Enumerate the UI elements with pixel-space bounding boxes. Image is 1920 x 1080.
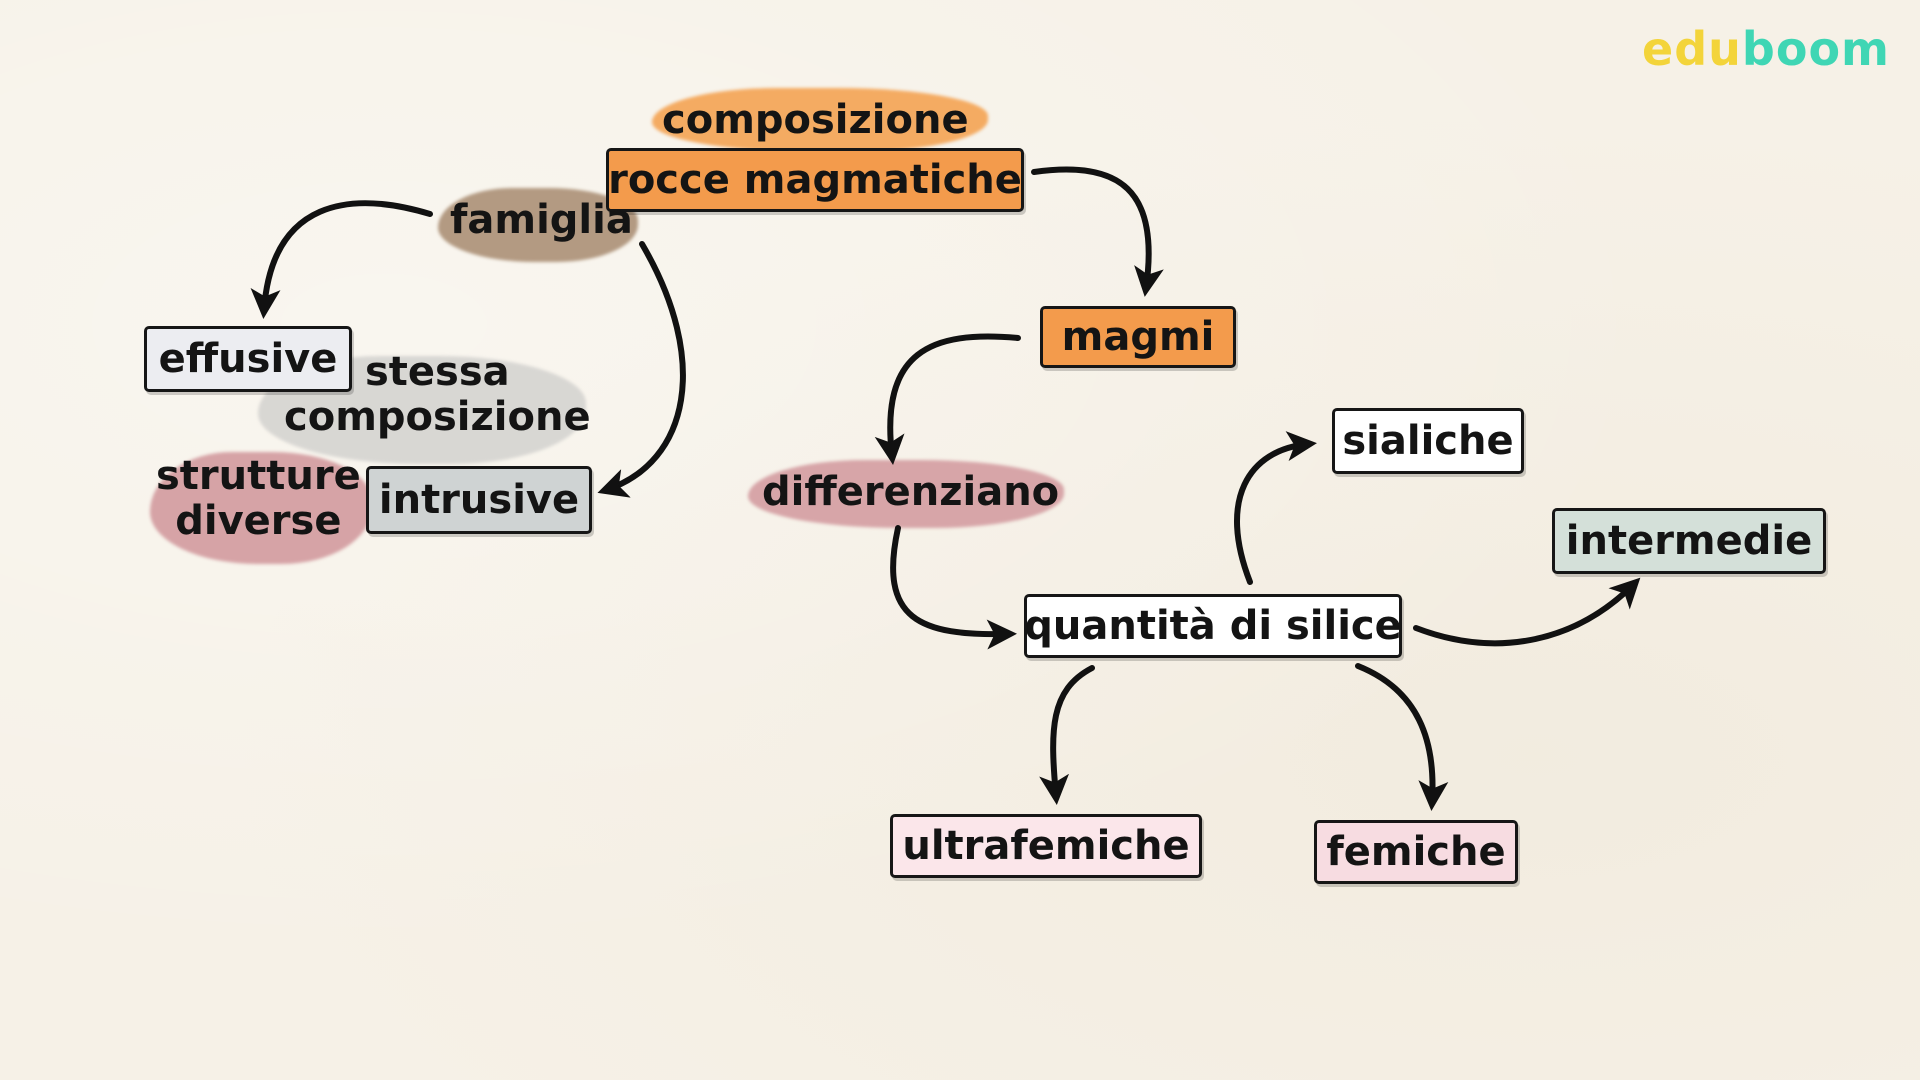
node-intrusive: intrusive xyxy=(366,466,592,534)
node-quantita-di-silice: quantità di silice xyxy=(1024,594,1402,658)
arrow-silice-femiche xyxy=(1355,663,1449,811)
highlight-famiglia xyxy=(438,188,638,262)
highlight-strutture-diverse xyxy=(150,452,372,564)
arrow-silice-sialiche xyxy=(1234,431,1317,585)
highlight-composizione xyxy=(652,88,988,152)
arrow-root-magmi xyxy=(1031,166,1164,297)
node-ultrafemiche: ultrafemiche xyxy=(890,814,1202,878)
node-magmi: magmi xyxy=(1040,306,1236,368)
label-composizione: composizione xyxy=(662,97,969,143)
node-intermedie: intermedie xyxy=(1552,508,1826,574)
label-stessa-composizione: stessa composizione xyxy=(284,349,591,440)
node-sialiche: sialiche xyxy=(1332,408,1524,474)
arrow-silice-intermedie xyxy=(1413,577,1641,647)
node-femiche: femiche xyxy=(1314,820,1518,884)
label-famiglia: famiglia xyxy=(450,197,633,243)
node-rocce-magmatiche: rocce magmatiche xyxy=(606,148,1024,212)
highlight-differenziano xyxy=(748,460,1064,528)
label-strutture-diverse: strutture diverse xyxy=(156,453,361,544)
arrow-silice-ultrafemiche xyxy=(1039,665,1095,805)
node-effusive: effusive xyxy=(144,326,352,392)
eduboom-logo: eduboom xyxy=(1642,22,1890,76)
arrow-magmi-differenziano xyxy=(874,333,1021,465)
arrow-famiglia-effusive xyxy=(250,200,433,319)
label-differenziano: differenziano xyxy=(762,469,1060,515)
arrow-differenziano-silice xyxy=(890,525,1017,650)
arrow-famiglia-intrusive xyxy=(597,241,686,498)
